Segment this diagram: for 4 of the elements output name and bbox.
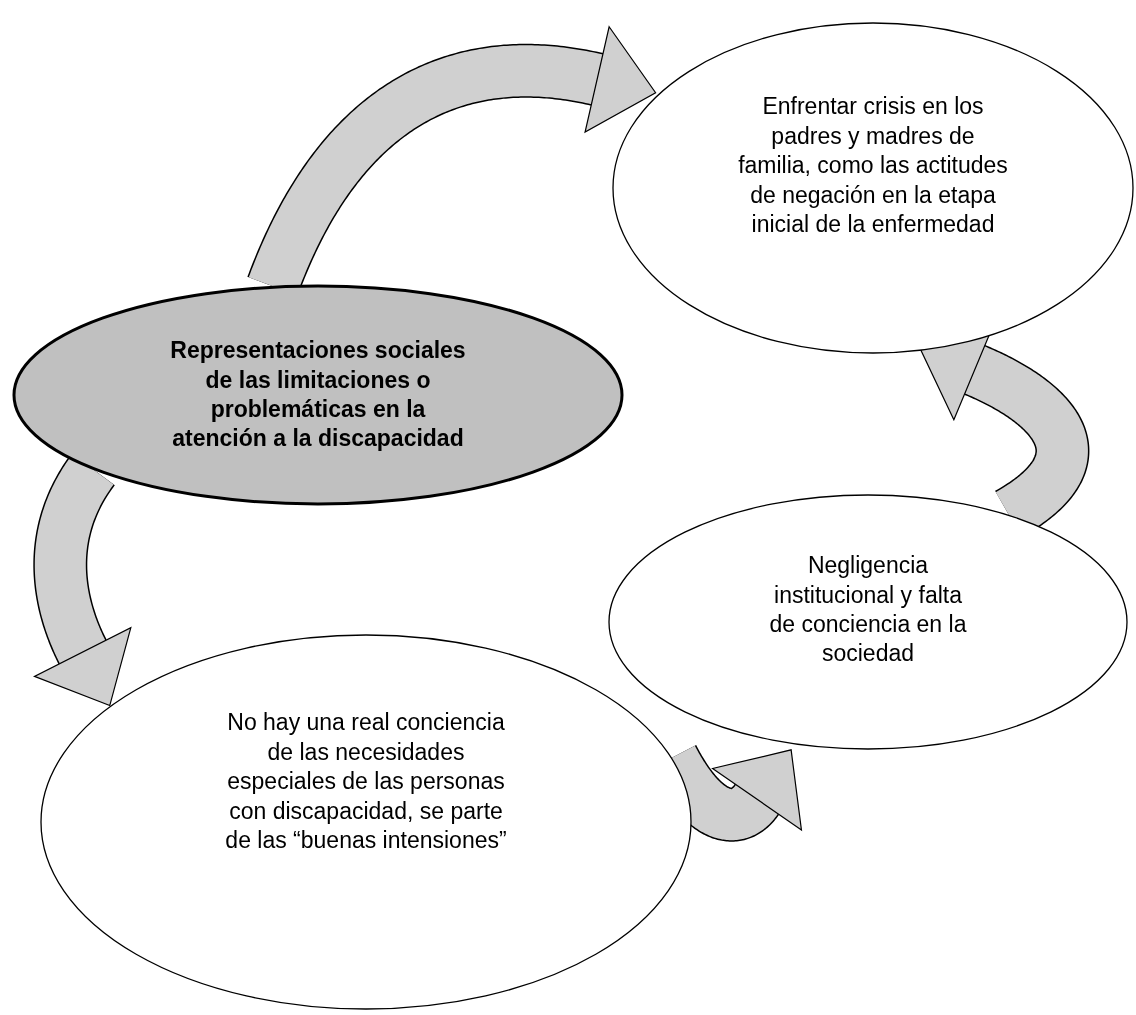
node-text: Enfrentar crisis en los padres y madres de familia, como las actitudes de negación en la etapa inicial de la enfermedad xyxy=(738,92,1008,240)
node-text: Negligencia institucional y falta de conciencia en la sociedad xyxy=(768,551,968,669)
node-text: No hay una real conciencia de las necesidades especiales de las personas con discapacidad, se parte de las “buenas intensiones” xyxy=(224,708,508,856)
node-text: Representaciones sociales de las limitaciones o problemáticas en la atención a la discapacidad xyxy=(169,336,467,454)
